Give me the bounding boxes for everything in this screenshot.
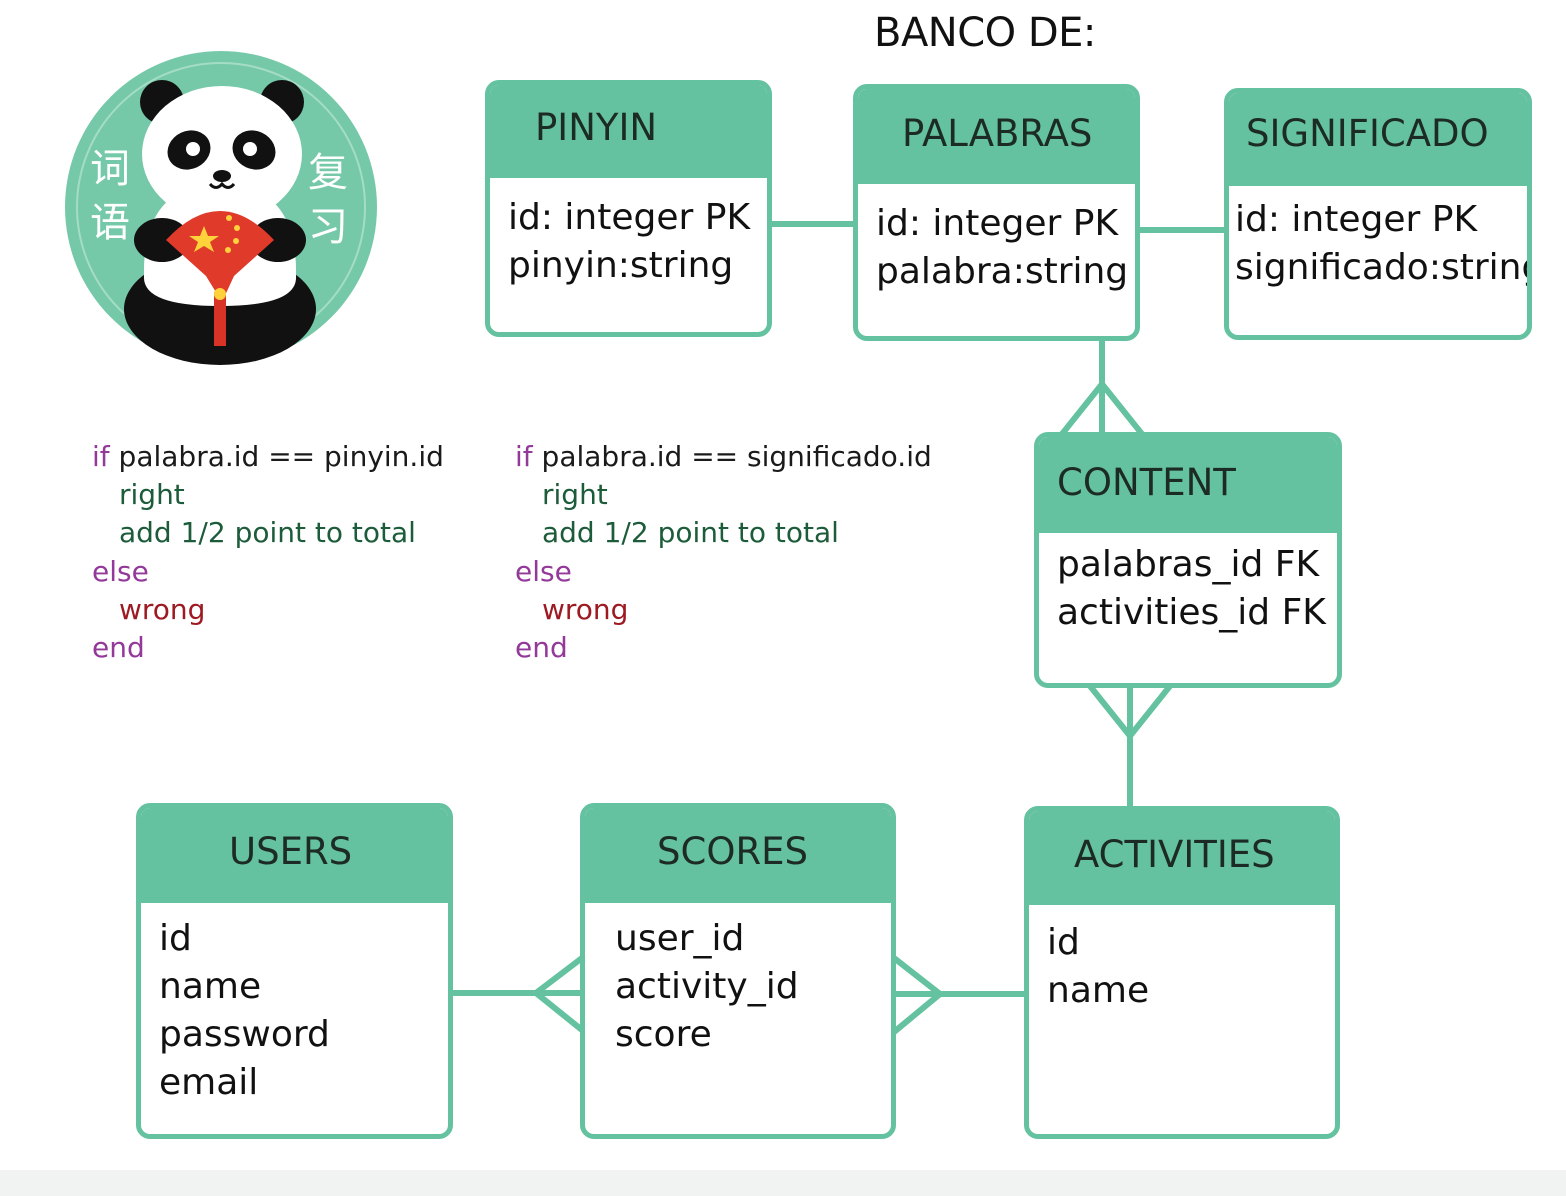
entity-significado: SIGNIFICADO id: integer PK significado:s… — [1224, 88, 1532, 340]
code-condition: palabra.id == pinyin.id — [118, 440, 444, 473]
entity-content-header: CONTENT — [1039, 437, 1337, 533]
entity-scores: SCORES user_id activity_id score — [580, 803, 896, 1139]
bottom-band — [0, 1170, 1566, 1196]
field-activities-id: id — [1047, 922, 1080, 963]
link-users-scores — [447, 955, 585, 1033]
field-content-activities-id: activities_id FK — [1057, 592, 1326, 633]
field-content-palabras-id: palabras_id FK — [1057, 544, 1320, 585]
entity-pinyin-header: PINYIN — [490, 85, 767, 178]
entity-significado-header: SIGNIFICADO — [1229, 93, 1527, 186]
code-keyword-end: end — [515, 631, 568, 665]
field-palabras-palabra: palabra:string — [876, 251, 1129, 292]
code-keyword-if: if — [92, 440, 110, 473]
entity-users-header: USERS — [141, 808, 448, 903]
logo-char-ci: 词 — [90, 146, 130, 192]
code-line-right: right — [542, 478, 608, 512]
field-scores-activity-id: activity_id — [615, 966, 799, 1007]
entity-scores-header: SCORES — [585, 808, 891, 903]
field-significado-significado: significado:string — [1235, 247, 1532, 288]
code-keyword-if: if — [515, 440, 533, 473]
entity-palabras-header: PALABRAS — [858, 89, 1135, 184]
field-pinyin-id: id: integer PK — [508, 197, 751, 238]
code-condition: palabra.id == significado.id — [541, 440, 932, 473]
code-keyword-else: else — [515, 554, 572, 588]
entity-pinyin: PINYIN id: integer PK pinyin:string — [485, 80, 772, 337]
panda-logo: 词 语 复 习 — [65, 51, 377, 365]
code-line-right: right — [119, 478, 185, 512]
code-block-significado: if palabra.id == significado.id right ad… — [515, 438, 932, 667]
field-pinyin-pinyin: pinyin:string — [508, 245, 734, 286]
logo-char-fu: 复 — [308, 150, 348, 196]
entity-activities-header: ACTIVITIES — [1029, 811, 1335, 905]
field-scores-user-id: user_id — [615, 918, 745, 959]
field-significado-id: id: integer PK — [1235, 199, 1478, 240]
code-line-if: if palabra.id == pinyin.id — [92, 438, 444, 476]
field-palabras-id: id: integer PK — [876, 203, 1119, 244]
code-line-add: add 1/2 point to total — [119, 516, 416, 550]
entity-users: USERS id name password email — [136, 803, 453, 1139]
link-content-activities — [1087, 683, 1173, 811]
logo-char-xi: 习 — [308, 204, 348, 250]
field-users-id: id — [159, 918, 192, 959]
field-activities-name: name — [1047, 970, 1150, 1011]
code-line-if: if palabra.id == significado.id — [515, 438, 932, 476]
field-users-password: password — [159, 1014, 330, 1055]
link-scores-activities — [891, 955, 1029, 1035]
entity-activities: ACTIVITIES id name — [1024, 806, 1340, 1139]
entity-palabras: PALABRAS id: integer PK palabra:string — [853, 84, 1140, 341]
code-keyword-end: end — [92, 631, 145, 665]
code-keyword-else: else — [92, 554, 149, 588]
link-palabras-content — [1059, 337, 1145, 437]
logo-char-yu: 语 — [90, 200, 130, 246]
code-line-wrong: wrong — [119, 592, 206, 626]
field-scores-score: score — [615, 1014, 712, 1055]
code-line-add: add 1/2 point to total — [542, 516, 839, 550]
field-users-name: name — [159, 966, 262, 1007]
code-line-wrong: wrong — [542, 592, 629, 626]
diagram-title: BANCO DE: — [874, 10, 1096, 56]
field-users-email: email — [159, 1062, 259, 1103]
entity-content: CONTENT palabras_id FK activities_id FK — [1034, 432, 1342, 688]
code-block-pinyin: if palabra.id == pinyin.id right add 1/2… — [92, 438, 444, 667]
